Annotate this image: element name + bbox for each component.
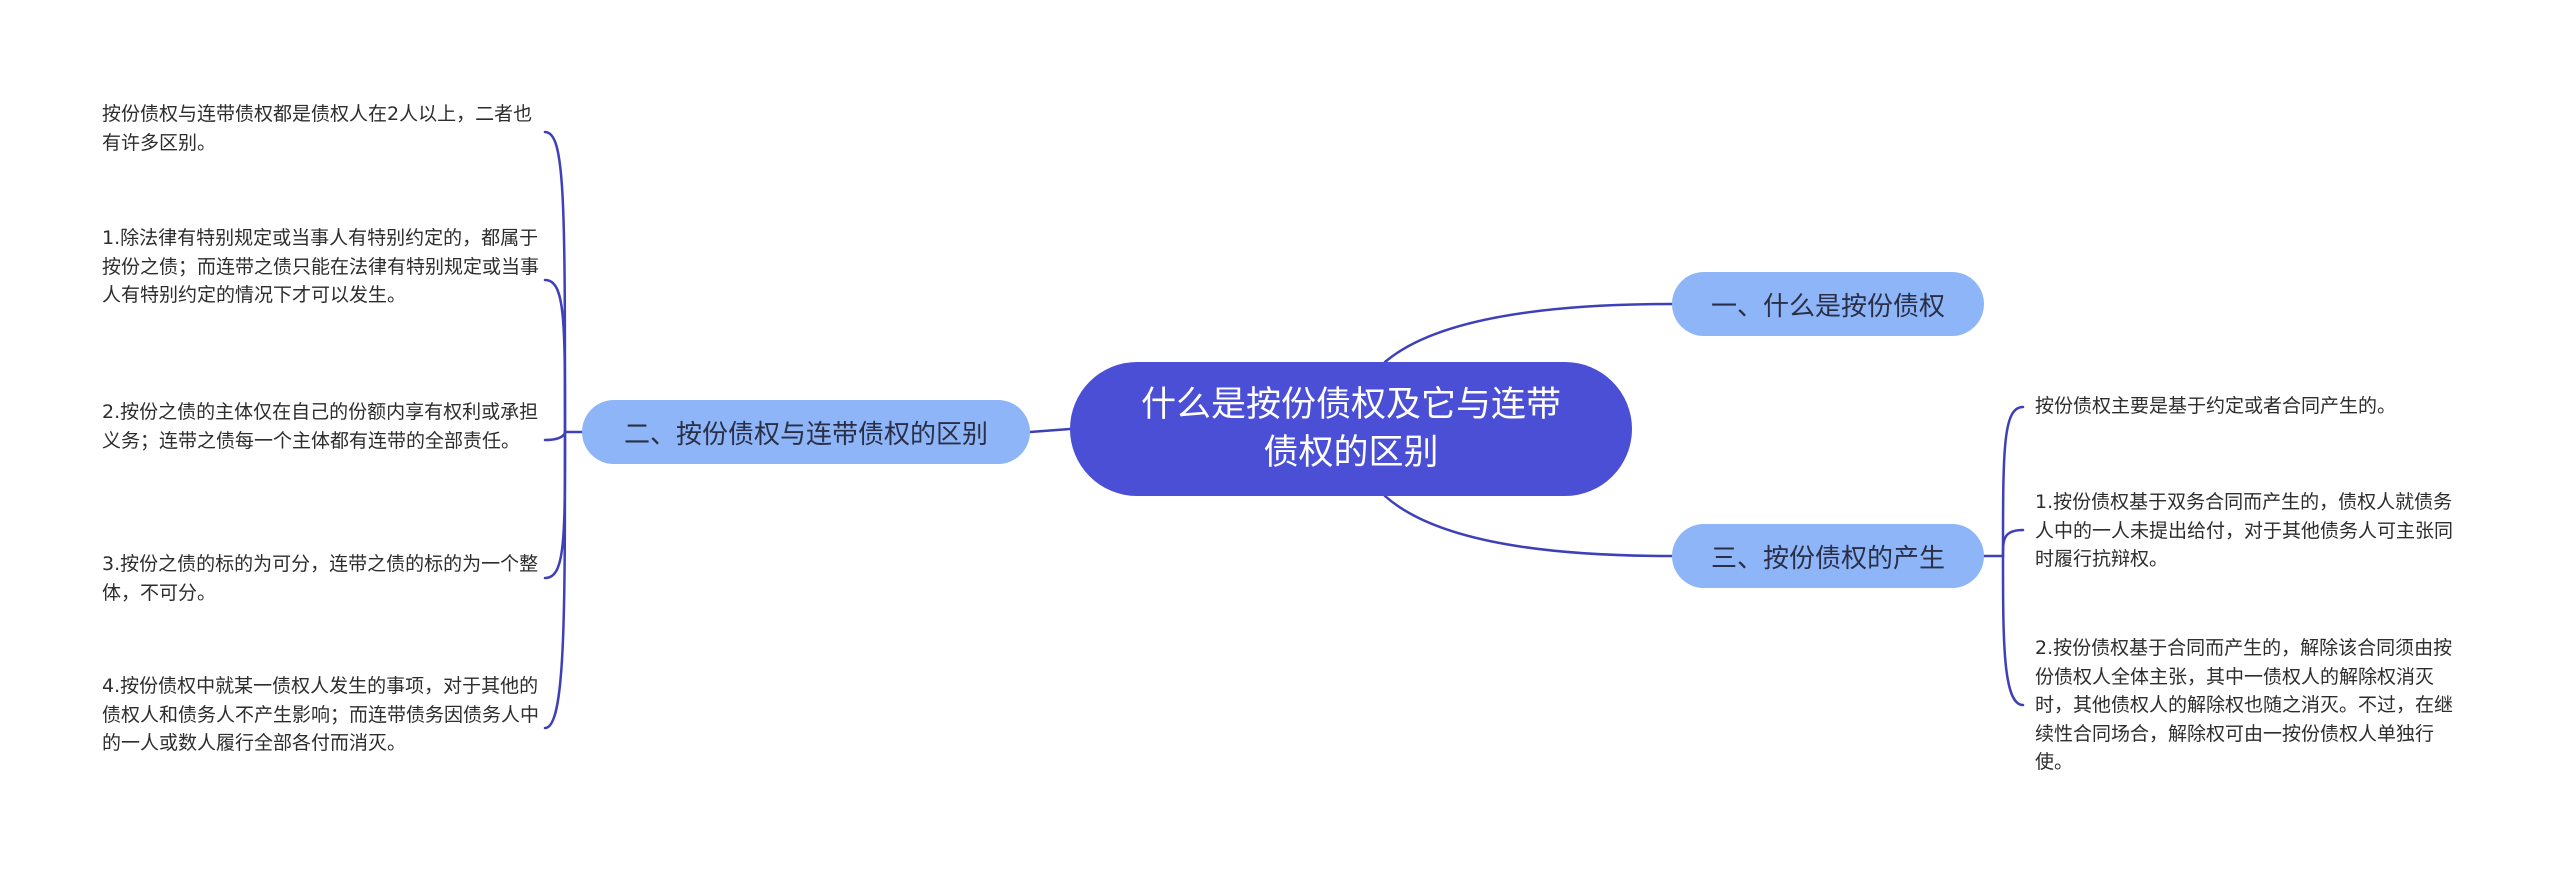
- branch-origin-label: 三、按份债权的产生: [1710, 543, 1945, 574]
- branch-definition[interactable]: 一、什么是按份债权: [1672, 272, 1984, 336]
- connector-right-leaf-3: [2001, 554, 2025, 707]
- connector-root-right-top: [1383, 302, 1674, 364]
- leaf-difference-intro[interactable]: 按份债权与连带债权都是债权人在2人以上，二者也有许多区别。: [102, 103, 533, 154]
- leaf-origin-intro[interactable]: 按份债权主要是基于约定或者合同产生的。: [2035, 395, 2397, 417]
- leaf-difference-1[interactable]: 1.除法律有特别规定或当事人有特别约定的，都属于按份之债；而连带之债只能在法律有…: [102, 227, 540, 306]
- connector-root-right-bottom: [1383, 494, 1674, 558]
- leaf-difference-4[interactable]: 4.按份债权中就某一债权人发生的事项，对于其他的债权人和债务人不产生影响；而连带…: [102, 675, 540, 754]
- connector-left-leaf-5: [543, 430, 567, 730]
- leaf-origin-2[interactable]: 2.按份债权基于合同而产生的，解除该合同须由按份债权人全体主张，其中一债权人的解…: [2035, 637, 2454, 773]
- root-topic-label: 什么是按份债权及它与连带债权的区别: [1140, 385, 1561, 473]
- connector-left-leaf-3: [543, 430, 567, 442]
- connector-root-left: [1028, 427, 1072, 434]
- leaf-difference-2[interactable]: 2.按份之债的主体仅在自己的份额内享有权利或承担义务；连带之债每一个主体都有连带…: [102, 401, 539, 452]
- branch-definition-label: 一、什么是按份债权: [1710, 291, 1945, 322]
- root-topic[interactable]: 什么是按份债权及它与连带债权的区别: [1070, 362, 1632, 496]
- leaf-difference-3[interactable]: 3.按份之债的标的为可分，连带之债的标的为一个整体，不可分。: [102, 553, 539, 604]
- branch-difference[interactable]: 二、按份债权与连带债权的区别: [582, 400, 1030, 464]
- branch-difference-label: 二、按份债权与连带债权的区别: [623, 419, 988, 450]
- connector-right-leaf-1: [2001, 405, 2025, 558]
- connector-right-leaf-2: [2001, 528, 2025, 558]
- connector-left-leaf-4: [543, 430, 567, 580]
- connector-left-leaf-1: [543, 130, 567, 434]
- branch-origin[interactable]: 三、按份债权的产生: [1672, 524, 1984, 588]
- leaf-origin-1[interactable]: 1.按份债权基于双务合同而产生的，债权人就债务人中的一人未提出给付，对于其他债务…: [2035, 491, 2454, 570]
- connector-left-leaf-2: [543, 278, 567, 434]
